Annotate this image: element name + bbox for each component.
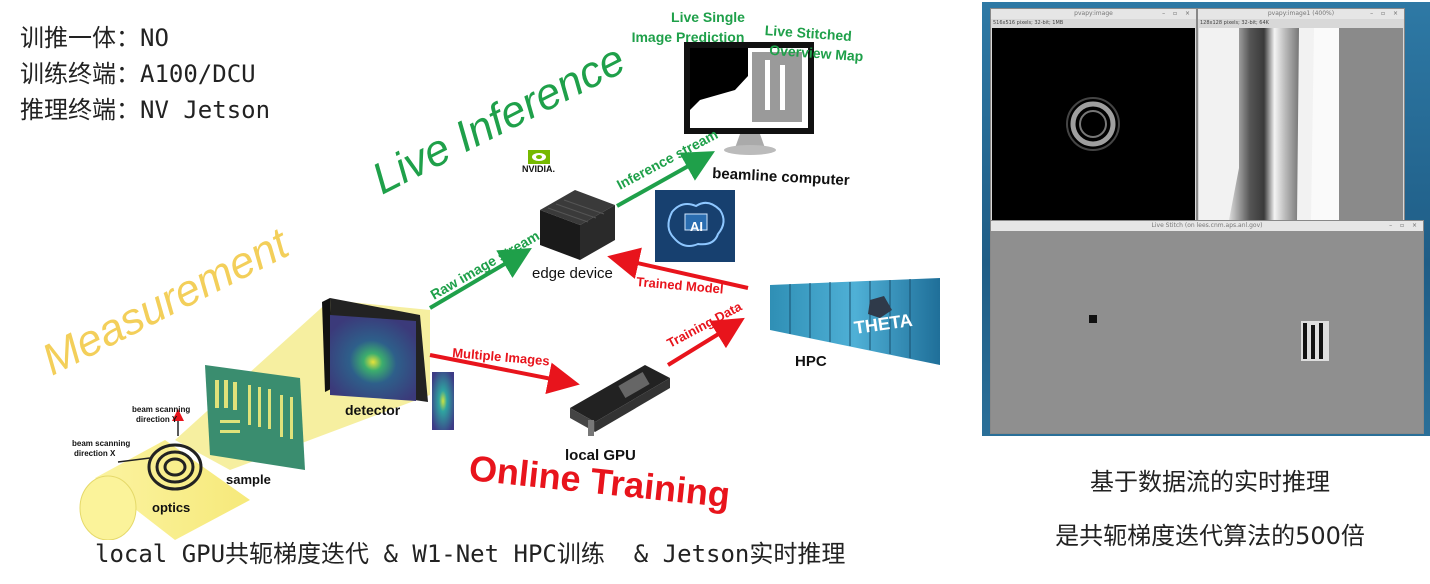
live-inference-screenshot: pvapy:image – ▫ × 516x516 pixels; 32-bit… <box>982 2 1430 436</box>
image-window-info: 516x516 pixels; 32-bit; 1MB <box>993 20 1064 26</box>
sample-label: sample <box>226 472 271 487</box>
detector-image-thumb <box>432 372 454 430</box>
live-inference-title: Live Inference <box>364 35 633 204</box>
info-line-2: 训练终端：A100/DCU <box>20 60 256 88</box>
edge-device-label: edge device <box>532 265 613 282</box>
hpc-cluster <box>770 278 940 365</box>
multiple-images-label: Multiple Images <box>452 345 550 368</box>
image-window-title: pvapy:image <box>991 9 1196 19</box>
nvidia-logo-icon <box>528 150 550 164</box>
trained-model-arrow <box>607 247 749 290</box>
nvidia-label: NVIDIA. <box>522 164 555 174</box>
optics-rings-icon <box>147 443 203 491</box>
ai-brain-icon <box>655 190 735 262</box>
ai-label: AI <box>690 219 703 234</box>
beam-y-label-1: beam scanning <box>132 405 190 414</box>
prediction-image <box>1199 28 1403 220</box>
caption-right-line-2: 是共轭梯度迭代算法的500倍 <box>1055 522 1365 550</box>
beam-x-arrow <box>117 457 151 463</box>
prediction-window-info: 128x128 pixels; 32-bit; 64K <box>1200 20 1269 26</box>
beam-x-label-1: beam scanning <box>72 439 130 448</box>
live-single-label: Live Single <box>671 9 745 25</box>
diffraction-ring <box>1066 97 1120 151</box>
diffraction-image <box>992 28 1195 220</box>
local-gpu-label: local GPU <box>565 447 636 464</box>
prediction-shape <box>1229 28 1403 220</box>
beamline-monitor <box>684 42 814 155</box>
inference-stream-arrow <box>616 151 715 208</box>
info-line-1: 训推一体：NO <box>20 24 169 52</box>
training-data-arrow <box>666 317 745 367</box>
info-line-3: 推理终端：NV Jetson <box>20 96 271 124</box>
edge-device <box>540 190 615 260</box>
live-stitched-label: Live Stitched <box>764 22 852 44</box>
beam-x-label-2: direction X <box>74 449 116 458</box>
workflow-diagram: THETA Live Inference Measurement Online … <box>34 9 940 540</box>
live-stitch-window: Live Stitch (on lees.cnm.aps.anl.gov) – … <box>990 220 1424 434</box>
stitch-map <box>1089 315 1329 361</box>
detector <box>322 298 428 402</box>
optics-label: optics <box>152 500 190 515</box>
image-window-controls[interactable]: – ▫ × <box>1162 10 1193 17</box>
detector-label: detector <box>345 402 401 418</box>
beamline-computer-label: beamline computer <box>712 165 850 189</box>
prediction-window: pvapy:image1 (400%) – ▫ × 128x128 pixels… <box>1197 8 1405 222</box>
live-stitch-window-title: Live Stitch (on lees.cnm.aps.anl.gov) <box>991 221 1423 231</box>
image-prediction-label: Image Prediction <box>632 29 745 45</box>
overview-map-label: Overview Map <box>769 42 864 65</box>
image-window: pvapy:image – ▫ × 516x516 pixels; 32-bit… <box>990 8 1197 222</box>
live-stitch-window-controls[interactable]: – ▫ × <box>1389 222 1420 229</box>
raw-stream-arrow <box>428 247 532 310</box>
multiple-images-arrow <box>429 353 580 395</box>
caption-right-line-1: 基于数据流的实时推理 <box>1090 468 1330 496</box>
prediction-window-controls[interactable]: – ▫ × <box>1370 10 1401 17</box>
hpc-label: HPC <box>795 353 827 370</box>
sample-plate <box>205 365 305 470</box>
beam-y-label-2: direction Y <box>136 415 178 424</box>
trained-model-label: Trained Model <box>636 274 724 297</box>
local-gpu <box>570 365 670 436</box>
caption-left: local GPU共轭梯度迭代 & W1-Net HPC训练 & Jetson实… <box>95 540 846 568</box>
raw-image-stream-label: Raw image stream <box>428 227 542 302</box>
measurement-title: Measurement <box>34 218 298 385</box>
prediction-window-title: pvapy:image1 (400%) <box>1198 9 1404 19</box>
